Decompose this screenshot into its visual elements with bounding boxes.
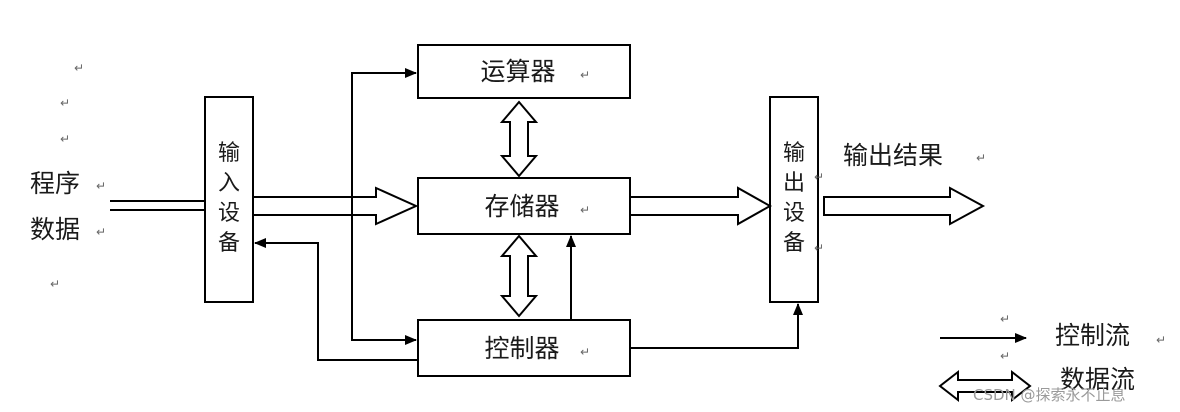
output-device-char: 出 [783,171,805,196]
paragraph-mark: ↵ [1000,349,1010,363]
controller-box [417,319,631,377]
paragraph-mark: ↵ [50,277,60,291]
memory-box [417,177,631,235]
data-arrow-memory-controller [499,234,539,318]
legend-control-label: 控制流 [1055,321,1130,350]
input-device-char: 备 [218,231,240,256]
watermark: CSDN @探索永不止息 [973,386,1126,404]
input-label-data: 数据 [30,215,80,244]
data-arrow-output-result [823,186,986,226]
input-device-char: 设 [218,201,240,226]
paragraph-mark: ↵ [580,203,590,217]
paragraph-mark: ↵ [814,170,824,184]
control-arrow-controller-to-input [254,238,418,361]
alu-box [417,44,631,99]
output-device-char: 设 [783,201,805,226]
paragraph-mark: ↵ [60,132,70,146]
paragraph-mark: ↵ [1156,333,1166,347]
paragraph-mark: ↵ [580,68,590,82]
memory-label: 存储器 [484,192,559,221]
output-device-char: 备 [783,231,805,256]
output-result-label: 输出结果 [843,141,943,170]
paragraph-mark: ↵ [814,241,824,255]
control-arrow-controller-to-output [630,303,803,349]
paragraph-mark: ↵ [96,179,106,193]
paragraph-mark: ↵ [976,151,986,165]
paragraph-mark: ↵ [580,345,590,359]
output-device-box [769,96,819,303]
data-arrow-alu-memory [499,100,539,178]
paragraph-mark: ↵ [74,61,84,75]
legend-data-arrow [938,369,1032,403]
output-device-char: 输 [783,141,805,166]
paragraph-mark: ↵ [60,96,70,110]
data-arrow-memory-to-output [629,186,773,226]
controller-label: 控制器 [484,334,559,363]
alu-label: 运算器 [480,57,555,86]
paragraph-mark: ↵ [96,225,106,239]
input-label-program: 程序 [30,169,80,198]
input-device-char: 入 [218,171,240,196]
input-device-box [204,96,254,303]
legend-data-label: 数据流 [1060,365,1135,394]
data-arrow-input-to-memory [252,186,419,226]
input-device-char: 输 [218,141,240,166]
paragraph-mark: ↵ [1000,312,1010,326]
